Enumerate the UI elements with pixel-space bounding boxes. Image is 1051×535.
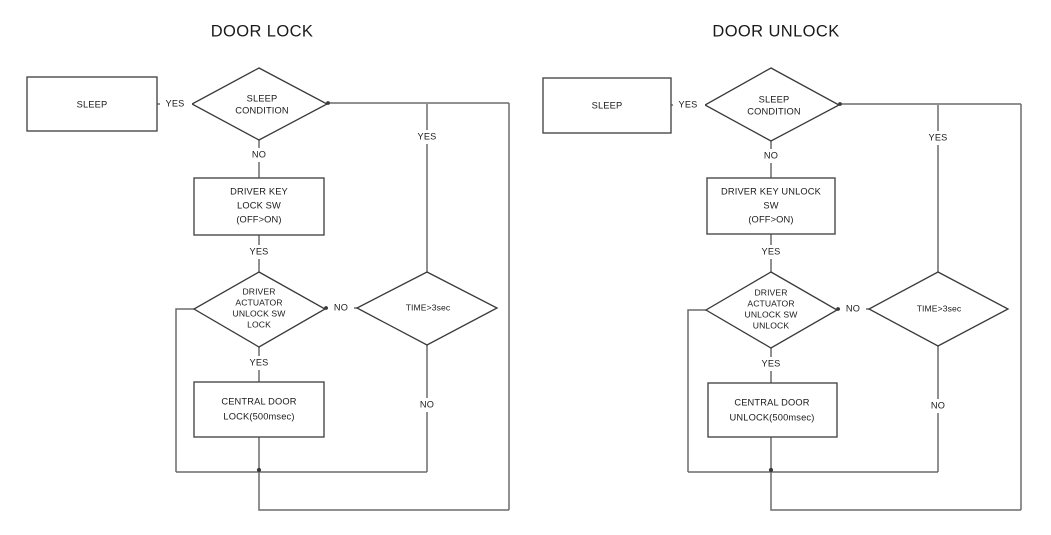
edge-label-branch-yes-unlock: YES [929, 132, 948, 142]
node-sleep-unlock: SLEEP [542, 77, 672, 134]
node-sleep-unlock-label: SLEEP [592, 100, 623, 110]
node-driver-actuator-lock-line2: ACTUATOR [235, 297, 282, 307]
node-driver-actuator-unlock-shape [704, 271, 839, 349]
node-sleep-condition-unlock-shape [703, 67, 841, 142]
edge-label-timer-no-lock: NO [420, 399, 434, 409]
node-driver-actuator-unlock-line3: UNLOCK SW [745, 309, 799, 319]
edge-actuator-left-loop-unlock [687, 309, 706, 472]
node-driver-actuator-lock-shape [192, 271, 327, 348]
edge-label-bg-4 [244, 245, 274, 259]
node-timer-lock-label: TIME>3sec [406, 302, 451, 312]
edge-label-bg-u5 [840, 302, 866, 316]
node-driver-key-unlock-sw-line1: DRIVER KEY UNLOCK [721, 186, 822, 196]
node-driver-key-unlock-sw-shape [706, 177, 836, 235]
chart-door-unlock: DOOR UNLOCK [542, 22, 1022, 511]
node-driver-key-unlock-sw: DRIVER KEY UNLOCK SW (OFF>ON) [706, 177, 836, 235]
edge-label-actuator-yes-lock: YES [250, 357, 269, 367]
chart-door-lock: DOOR LOCK [26, 22, 510, 511]
node-driver-actuator-unlock-line1: DRIVER [754, 287, 787, 297]
edge-labels-door-lock: YES NO YES YES NO YES NO [160, 97, 442, 412]
node-central-door-lock-shape [193, 381, 325, 438]
node-sleep-condition-lock-line2: CONDITION [235, 105, 289, 115]
node-driver-key-unlock-sw-line3: (OFF>ON) [748, 214, 793, 224]
edge-label-branch-yes-lock: YES [418, 131, 437, 141]
node-driver-key-lock-sw-line1: DRIVER KEY [230, 186, 288, 196]
edge-label-bg-u6 [756, 357, 786, 371]
chart-title-door-lock: DOOR LOCK [211, 22, 314, 40]
edge-label-bg-u4 [756, 245, 786, 259]
edge-label-bg-u7 [925, 399, 951, 413]
junction-dot-return-bus [256, 467, 262, 473]
node-sleep-condition-unlock-line2: CONDITION [747, 106, 801, 116]
node-sleep-lock-label: SLEEP [77, 99, 108, 109]
node-driver-key-lock-sw-line3: (OFF>ON) [236, 214, 281, 224]
node-timer-unlock: TIME>3sec [867, 271, 1010, 347]
edge-label-keysw-yes-unlock: YES [762, 246, 781, 256]
edge-actuator-left-loop [175, 308, 194, 472]
node-driver-actuator-unlock-line4: UNLOCK [753, 320, 790, 330]
edge-labels-door-unlock: YES NO YES YES NO YES NO [673, 98, 953, 413]
edge-label-keysw-yes-lock: YES [250, 246, 269, 256]
edge-label-bg-3 [412, 130, 442, 144]
edge-label-bg-u2 [757, 149, 785, 163]
node-driver-actuator-lock-line3: UNLOCK SW [233, 308, 287, 318]
node-driver-actuator-unlock-line2: ACTUATOR [747, 298, 794, 308]
node-driver-actuator-lock: DRIVER ACTUATOR UNLOCK SW LOCK [192, 271, 327, 348]
node-driver-actuator-lock-line4: LOCK [247, 319, 271, 329]
junction-dot-return-bus-unlock [768, 467, 774, 473]
node-central-door-lock-line2: LOCK(500msec) [223, 411, 294, 421]
node-driver-key-lock-sw-shape [193, 177, 325, 236]
edge-label-condition-no-lock: NO [252, 149, 266, 159]
node-driver-key-lock-sw: DRIVER KEY LOCK SW (OFF>ON) [193, 177, 325, 236]
edge-return-to-right-rail-unlock [770, 472, 1021, 511]
node-driver-actuator-lock-line1: DRIVER [242, 286, 275, 296]
node-central-door-unlock-shape [707, 382, 838, 438]
node-driver-key-lock-sw-line2: LOCK SW [237, 200, 281, 210]
edge-label-actuator-no-unlock: NO [846, 303, 860, 313]
node-central-door-unlock-line1: CENTRAL DOOR [734, 397, 809, 407]
node-sleep-lock: SLEEP [26, 76, 158, 132]
edge-label-sleep-yes-lock: YES [166, 98, 185, 108]
node-timer-unlock-label: TIME>3sec [917, 303, 962, 313]
node-sleep-condition-lock-shape [190, 67, 329, 141]
edge-label-bg-6 [244, 356, 274, 370]
node-driver-actuator-unlock: DRIVER ACTUATOR UNLOCK SW UNLOCK [704, 271, 839, 349]
edge-label-timer-no-unlock: NO [931, 400, 945, 410]
edge-label-bg-u1 [673, 98, 705, 112]
node-central-door-unlock: CENTRAL DOOR UNLOCK(500msec) [707, 382, 838, 438]
node-sleep-lock-shape [26, 76, 158, 132]
node-sleep-unlock-shape [542, 77, 672, 134]
node-sleep-condition-lock: SLEEP CONDITION [190, 67, 329, 141]
node-central-door-lock-line1: CENTRAL DOOR [221, 396, 296, 406]
edge-label-bg-7 [414, 398, 440, 412]
node-sleep-condition-unlock-line1: SLEEP [759, 94, 790, 104]
edge-label-sleep-yes-unlock: YES [679, 99, 698, 109]
node-central-door-unlock-line2: UNLOCK(500msec) [730, 412, 815, 422]
edge-label-bg-2 [245, 148, 273, 162]
node-timer-lock-shape [355, 271, 499, 346]
node-timer-unlock-shape [867, 271, 1010, 347]
node-driver-key-unlock-sw-line2: SW [763, 200, 778, 210]
edge-label-condition-no-unlock: NO [764, 150, 778, 160]
edge-label-actuator-no-lock: NO [334, 302, 348, 312]
edge-label-bg-5 [328, 301, 354, 315]
node-timer-lock: TIME>3sec [355, 271, 499, 346]
edge-label-actuator-yes-unlock: YES [762, 358, 781, 368]
chart-title-door-unlock: DOOR UNLOCK [712, 22, 839, 40]
edge-label-bg-1 [160, 97, 192, 111]
node-sleep-condition-lock-line1: SLEEP [247, 93, 278, 103]
edge-label-bg-u3 [923, 131, 953, 145]
node-sleep-condition-unlock: SLEEP CONDITION [703, 67, 841, 142]
node-central-door-lock: CENTRAL DOOR LOCK(500msec) [193, 381, 325, 438]
edge-return-to-right-rail [258, 472, 509, 511]
